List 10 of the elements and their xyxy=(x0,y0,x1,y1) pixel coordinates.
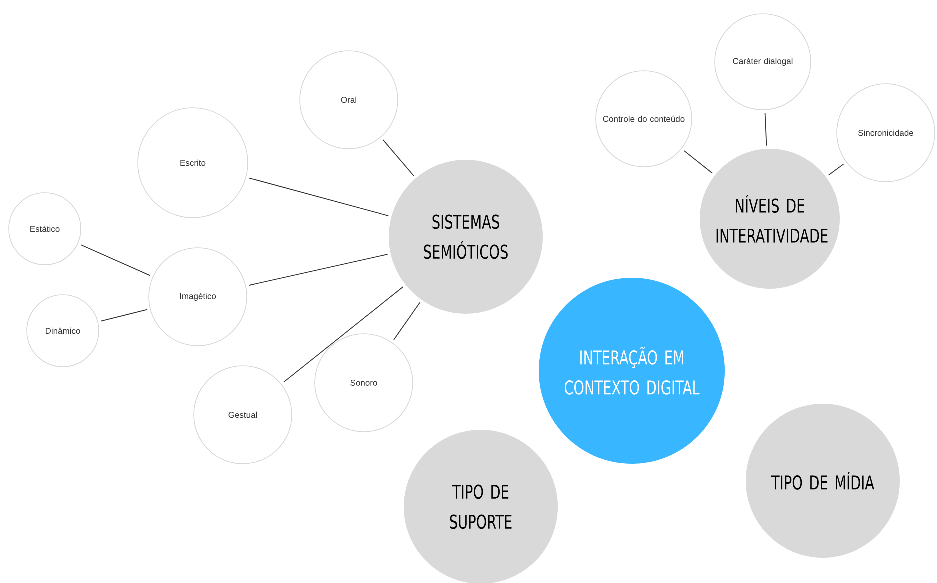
connector-line xyxy=(248,254,388,286)
connector-line xyxy=(764,112,768,146)
connector-line xyxy=(394,302,421,340)
connector-line xyxy=(382,139,414,176)
connector-line xyxy=(80,244,151,276)
connector-line xyxy=(828,164,844,176)
connector-line xyxy=(100,309,148,322)
connector-line xyxy=(248,178,390,216)
connector-line xyxy=(684,150,714,174)
connector-line xyxy=(284,286,404,383)
